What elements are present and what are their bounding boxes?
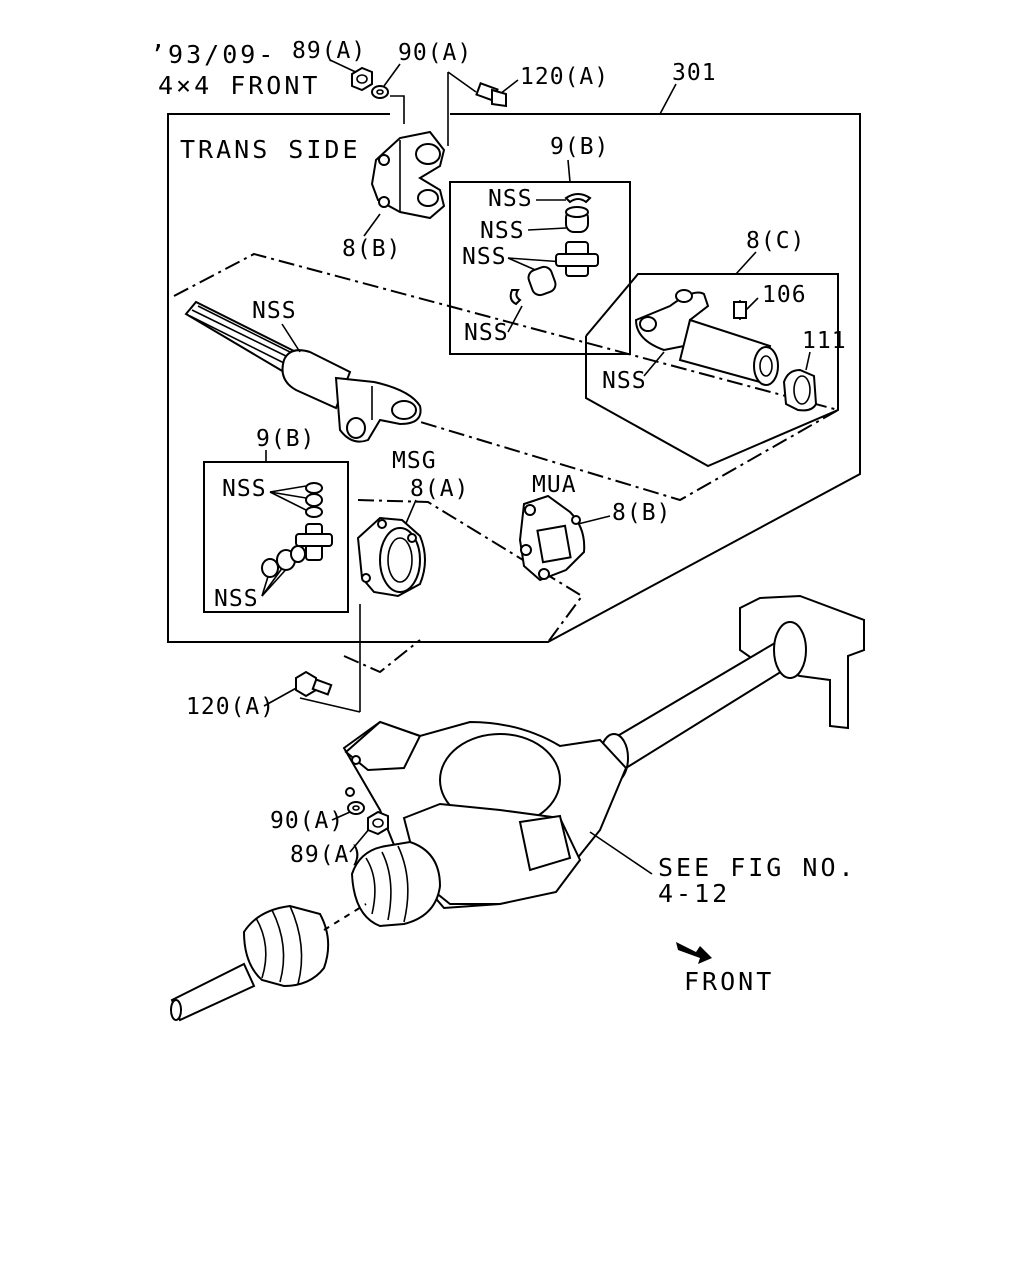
guide-dash-2 [343, 639, 421, 674]
ujoint-kit-box-left [203, 461, 349, 613]
nss-label-3: NSS [462, 244, 507, 270]
front-propeller-shaft [184, 300, 422, 443]
leader-8b-top [363, 213, 381, 237]
leader-nss-4 [507, 305, 523, 333]
ujoint-kit-box-top [449, 181, 631, 355]
callout-9b-top: 9(B) [550, 134, 609, 160]
leader-106 [745, 297, 759, 311]
leader-nss-shaft [281, 323, 301, 353]
leader-90a-top [383, 63, 401, 87]
callout-90a-bot: 90(A) [270, 808, 344, 834]
callout-89a-top: 89(A) [292, 38, 366, 64]
leader-nss-2 [527, 227, 567, 231]
nss-label-6: NSS [214, 586, 259, 612]
companion-flange-8a [356, 516, 426, 598]
callout-120a-mid: 120(A) [186, 694, 275, 720]
leader-89a-bot [349, 827, 371, 853]
callout-111: 111 [802, 328, 847, 354]
front-direction-arrow-icon [676, 942, 712, 964]
flange-yoke-8b-top [370, 130, 446, 220]
bolt-120a-mid [295, 670, 333, 698]
guide-bolt-mid [299, 697, 361, 713]
nss-label-1: NSS [488, 186, 533, 212]
bolt-120a-top [475, 82, 507, 108]
variant-label: 4×4 FRONT [158, 71, 320, 100]
nss-label-4: NSS [464, 320, 509, 346]
slip-yoke-box [585, 273, 839, 468]
leader-nss-3b [507, 257, 565, 263]
date-code: ’93/09- [150, 40, 276, 69]
leader-nss-5b [269, 491, 307, 499]
guide-washer [390, 95, 405, 124]
callout-8c: 8(C) [746, 228, 805, 254]
nss-yoke-c-label: NSS [602, 368, 647, 394]
flange-frame-dash [357, 499, 584, 643]
guide-bolt-a [447, 71, 477, 93]
leader-see-fig [589, 831, 653, 875]
callout-8b-mid: 8(B) [612, 500, 671, 526]
trans-side-label: TRANS SIDE [180, 135, 361, 164]
leader-120a-top [499, 79, 519, 95]
washer-90a-top [371, 85, 389, 99]
see-fig-line-1: SEE FIG NO. [658, 853, 857, 882]
shaft-frame [173, 252, 841, 502]
callout-8b-top: 8(B) [342, 236, 401, 262]
leader-8c [735, 251, 757, 275]
callout-301: 301 [672, 60, 717, 86]
callout-120a-top: 120(A) [520, 64, 609, 90]
leader-8b-mid [577, 515, 611, 525]
see-fig-line-2: 4-12 [658, 879, 730, 908]
leader-111 [805, 351, 811, 371]
msg-label: MSG [392, 448, 437, 474]
ujoint-parts-left [261, 482, 333, 578]
assembly-box-301 [167, 113, 861, 643]
leader-9b-top [567, 159, 571, 183]
callout-8a: 8(A) [410, 476, 469, 502]
mua-label: MUA [532, 472, 577, 498]
nss-label-2: NSS [480, 218, 525, 244]
nut-89a-bottom [367, 810, 389, 836]
callout-89a-bot: 89(A) [290, 842, 364, 868]
nss-label-5: NSS [222, 476, 267, 502]
nut-89a-top [351, 66, 373, 92]
callout-90a-top: 90(A) [398, 40, 472, 66]
callout-9b-left: 9(B) [256, 426, 315, 452]
leader-nss-5c [269, 491, 307, 511]
callout-106: 106 [762, 282, 807, 308]
dust-seal-111 [782, 368, 818, 412]
flange-yoke-8b-mid [518, 494, 586, 582]
front-axle-housing [170, 594, 865, 1022]
leader-120a-mid [263, 685, 301, 707]
leader-nss-yoke-c [643, 351, 665, 377]
leader-nss-5a [269, 485, 307, 493]
front-label: FRONT [684, 967, 774, 996]
leader-90a-bot [331, 811, 351, 821]
ujoint-parts-top [509, 193, 599, 306]
slip-yoke-8c [634, 289, 779, 386]
nss-shaft-label: NSS [252, 298, 297, 324]
leader-301 [659, 83, 677, 115]
washer-90a-bottom [347, 801, 365, 815]
